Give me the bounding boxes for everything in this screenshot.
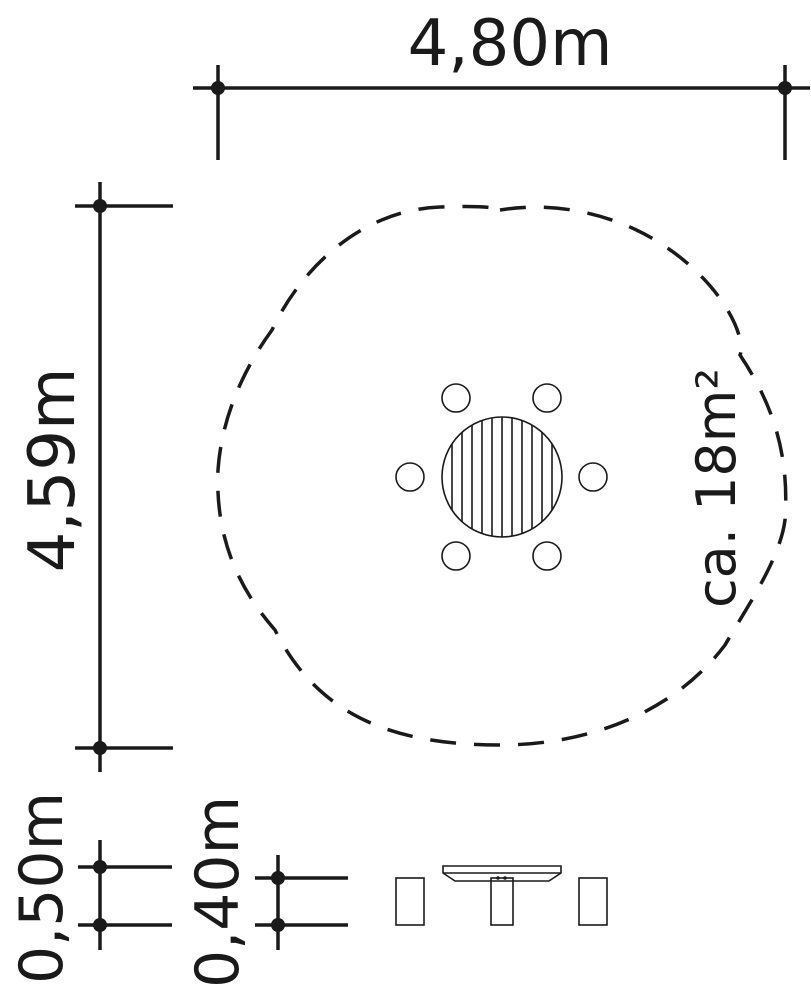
side-elevation-view [395, 865, 608, 926]
stool-left [395, 462, 425, 492]
width-dimension: 4,80m [193, 7, 810, 160]
width-tick-right [778, 81, 792, 95]
depth-dimension: 4,59m [16, 182, 173, 772]
bench-height-dimension: 0,40m [183, 796, 348, 988]
bench-height-tick-top [271, 871, 285, 885]
width-tick-left [211, 81, 225, 95]
stool-top-right [532, 383, 562, 413]
elevation-stool-right [578, 877, 608, 926]
table-height-dimension: 0,50m [7, 792, 172, 984]
depth-label: 4,59m [16, 368, 90, 573]
depth-tick-bottom [93, 741, 107, 755]
stool-top-left [441, 383, 471, 413]
table-height-label: 0,50m [7, 792, 77, 984]
elevation-bolt-left [496, 876, 500, 880]
width-label: 4,80m [408, 7, 613, 81]
stool-bottom-right [532, 541, 562, 571]
stool-right [578, 462, 608, 492]
table-height-tick-bottom [93, 918, 107, 932]
stool-bottom-left [441, 541, 471, 571]
depth-tick-top [93, 199, 107, 213]
elevation-bolt-right [503, 876, 507, 880]
bench-height-label: 0,40m [183, 796, 253, 988]
area-label: ca. 18m² [685, 368, 748, 608]
plan-view-furniture [395, 383, 608, 571]
elevation-stool-left [395, 877, 425, 926]
bench-height-tick-bottom [271, 918, 285, 932]
table-height-tick-top [93, 860, 107, 874]
elevation-table-post [490, 877, 514, 926]
